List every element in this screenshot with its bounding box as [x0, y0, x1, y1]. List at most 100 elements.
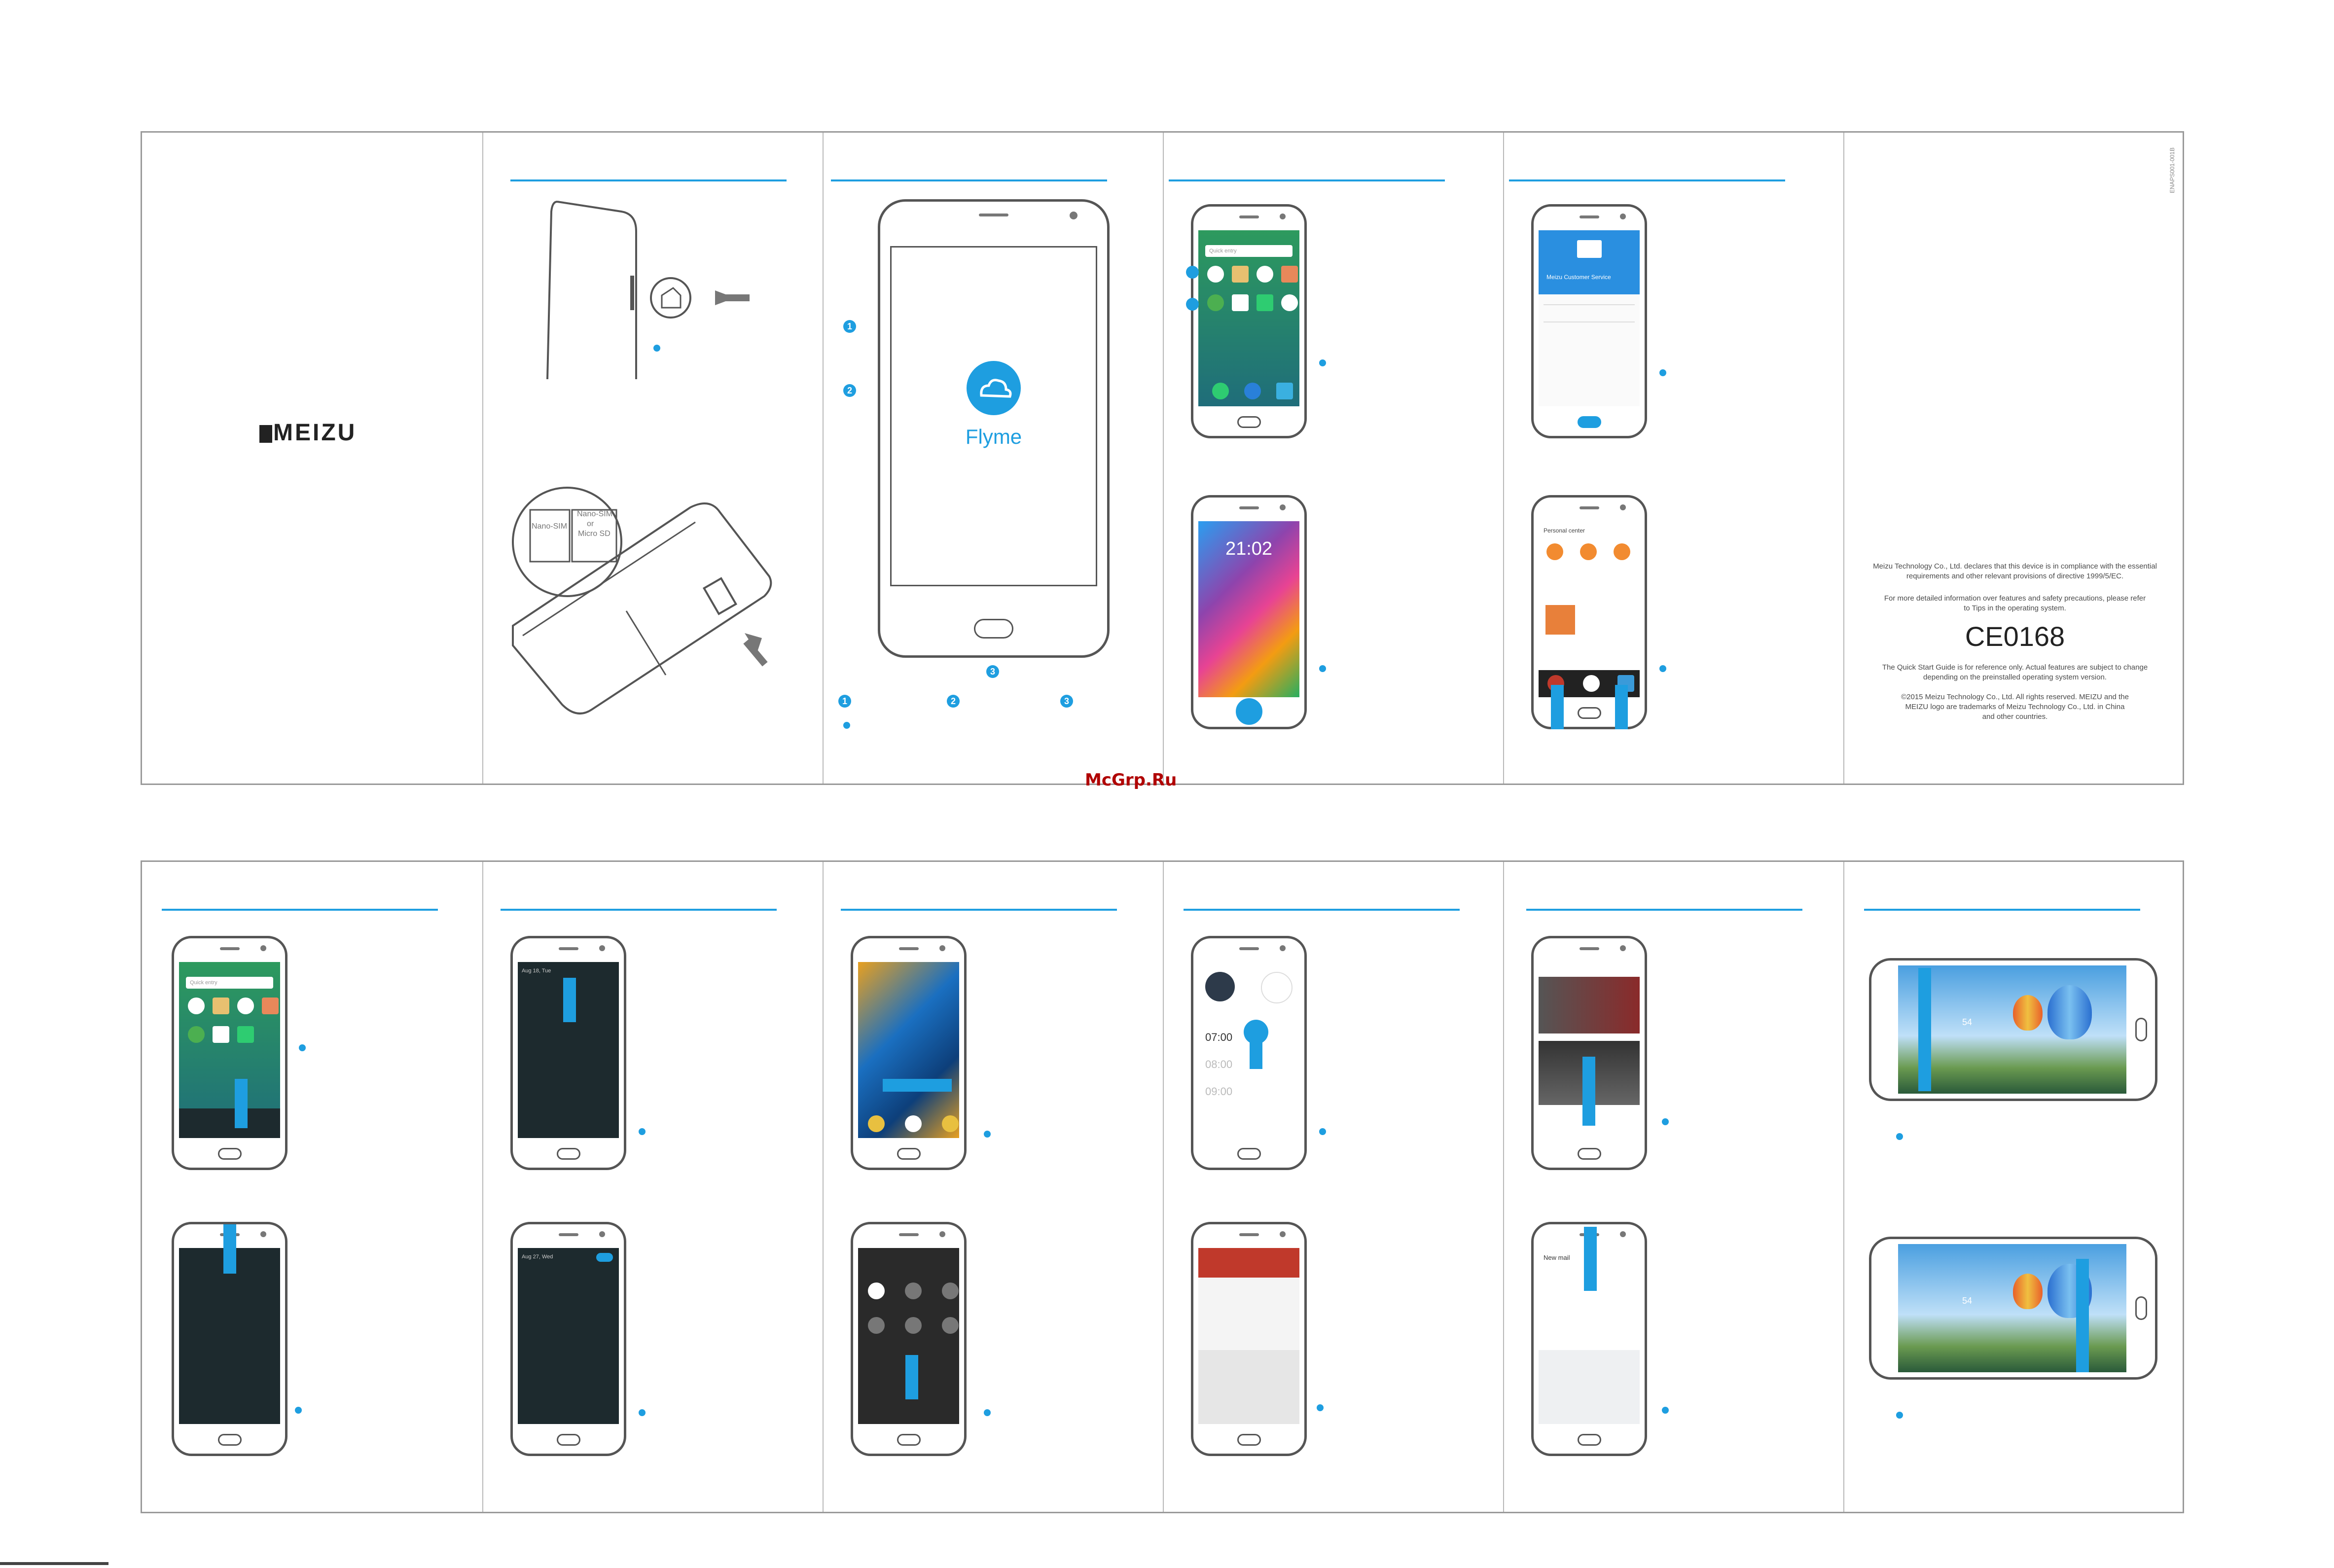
swipe-up-arrow: [235, 1079, 248, 1128]
section-rule: [1526, 909, 1802, 911]
bullet-dot: [984, 1131, 991, 1138]
phone-alarm: 07:00 08:00 09:00: [1191, 936, 1307, 1170]
section-rule: [162, 909, 438, 911]
service-panel: Meizu Customer Service Personal center: [1503, 133, 1843, 784]
screen: 54: [1898, 965, 2126, 1094]
bottom-sheet: Quick entry Aug: [141, 860, 2184, 1513]
brightness-value: 54: [1962, 1296, 1973, 1306]
declaration-text: Meizu Technology Co., Ltd. declares that…: [1873, 562, 2157, 580]
bullet-dot: [1659, 665, 1666, 672]
home-button[interactable]: [217, 1148, 242, 1160]
screen: Meizu Customer Service: [1539, 230, 1640, 406]
sim-label-right-2: or: [587, 520, 594, 528]
mail-title: New mail: [1544, 1254, 1570, 1261]
details-text: For more detailed information over featu…: [1884, 594, 2146, 612]
home-button[interactable]: [217, 1434, 242, 1446]
home-panel: Quick entry 21:02: [1163, 133, 1503, 784]
home-button[interactable]: [974, 619, 1013, 639]
search-bar[interactable]: Quick entry: [186, 977, 273, 989]
service-title: Meizu Customer Service: [1546, 274, 1611, 281]
lock-time: 21:02: [1225, 538, 1273, 559]
bullet-dot: [984, 1409, 991, 1416]
phone-camera-modes: [851, 1222, 967, 1456]
screen: [179, 1248, 280, 1424]
home-button[interactable]: [1577, 1434, 1601, 1446]
doc-code: ENAPS001-001B: [2169, 147, 2176, 193]
home-button[interactable]: [1237, 1148, 1261, 1160]
home-button[interactable]: [897, 1148, 921, 1160]
home-button[interactable]: [1237, 1434, 1261, 1446]
alarm-time-3: 09:00: [1205, 1085, 1233, 1098]
sim-label-left: Nano-SIM: [532, 522, 568, 531]
bullet-dot: [1319, 665, 1326, 672]
screen: [858, 962, 959, 1138]
bullet-dot: [653, 345, 660, 352]
screen: 21:02: [1198, 521, 1299, 697]
bullet-dot: [843, 722, 850, 729]
home-button[interactable]: [1577, 416, 1601, 428]
home-button[interactable]: [556, 1434, 580, 1446]
ce-mark: CE0168: [1965, 621, 2065, 652]
screen: 07:00 08:00 09:00: [1198, 962, 1299, 1138]
callout-2: 2: [843, 384, 856, 397]
large-phone: Flyme: [878, 199, 1110, 658]
bullet-dot: [639, 1409, 646, 1416]
bottom-edge-mark: [0, 1562, 108, 1565]
section-rule: [1169, 179, 1445, 181]
screen: Personal center: [1539, 521, 1640, 697]
reference-text: The Quick Start Guide is for reference o…: [1882, 663, 2148, 681]
swipe-vertical-arrow: [1584, 1227, 1597, 1291]
section-rule: [831, 179, 1107, 181]
bullet-dot: [1896, 1412, 1903, 1419]
section-rule: [510, 179, 787, 181]
home-button[interactable]: [1237, 416, 1261, 428]
landscape-phone-2: 54: [1869, 1237, 2157, 1380]
phone-calendar: [1191, 1222, 1307, 1456]
flyme-label: Flyme: [965, 425, 1022, 448]
phone-home-swipe: Quick entry: [172, 936, 287, 1170]
sim-label-right-3: Micro SD: [578, 530, 610, 538]
alarm-time-1: 07:00: [1205, 1031, 1233, 1043]
phone-notif-pull: [172, 1222, 287, 1456]
bullet-dot: [1659, 369, 1666, 376]
legal-panel: ENAPS001-001B Meizu Technology Co., Ltd.…: [1843, 133, 2186, 784]
home-button[interactable]: [2135, 1018, 2147, 1041]
phone-side-illustration: [512, 201, 772, 714]
phone-lock: 21:02: [1191, 495, 1307, 729]
screen: Aug 27, Wed: [518, 1248, 619, 1424]
home-button[interactable]: [1577, 707, 1601, 719]
legend-1: 1: [838, 695, 851, 708]
flyme-panel: Flyme 1 2 3 1 2 3: [823, 133, 1163, 784]
home-button[interactable]: [556, 1148, 580, 1160]
copyright-text: ©2015 Meizu Technology Co., Ltd. All rig…: [1901, 693, 2129, 721]
notification-panel: Aug 18, Tue Aug 27, Wed: [482, 862, 823, 1512]
section-rule: [1509, 179, 1785, 181]
section-rule: [501, 909, 777, 911]
screen: Quick entry: [1198, 230, 1299, 406]
callout-3: 3: [986, 665, 999, 678]
swipe-vertical-arrow: [1582, 1057, 1595, 1126]
screen: [1198, 1248, 1299, 1424]
camera-panel: [823, 862, 1163, 1512]
home-button[interactable]: [897, 1434, 921, 1446]
phone-notif-2: Aug 27, Wed: [510, 1222, 626, 1456]
swipe-down-arrow: [1250, 1039, 1262, 1069]
callout-dot: [1186, 266, 1199, 279]
search-bar[interactable]: Quick entry: [1205, 245, 1293, 257]
phone-music: Personal center: [1531, 495, 1647, 729]
music-title: Personal center: [1544, 527, 1585, 534]
drawer-panel: Quick entry: [142, 862, 482, 1512]
screen: 54: [1898, 1244, 2126, 1372]
sim-panel: Nano-SIM Nano-SIM or Micro SD: [482, 133, 823, 784]
home-button[interactable]: [1235, 698, 1262, 725]
bullet-dot: [1662, 1118, 1669, 1125]
screen: Quick entry: [179, 962, 280, 1138]
logo-text: MEIZU: [273, 420, 357, 446]
bullet-dot: [639, 1128, 646, 1135]
bullet-dot: [295, 1407, 302, 1414]
top-sheet: MEIZU Nano-SIM Nano-SIM or Micro SD: [141, 131, 2184, 785]
home-button[interactable]: [2135, 1296, 2147, 1320]
home-button[interactable]: [1577, 1148, 1601, 1160]
section-rule: [841, 909, 1117, 911]
phone-camera: [851, 936, 967, 1170]
